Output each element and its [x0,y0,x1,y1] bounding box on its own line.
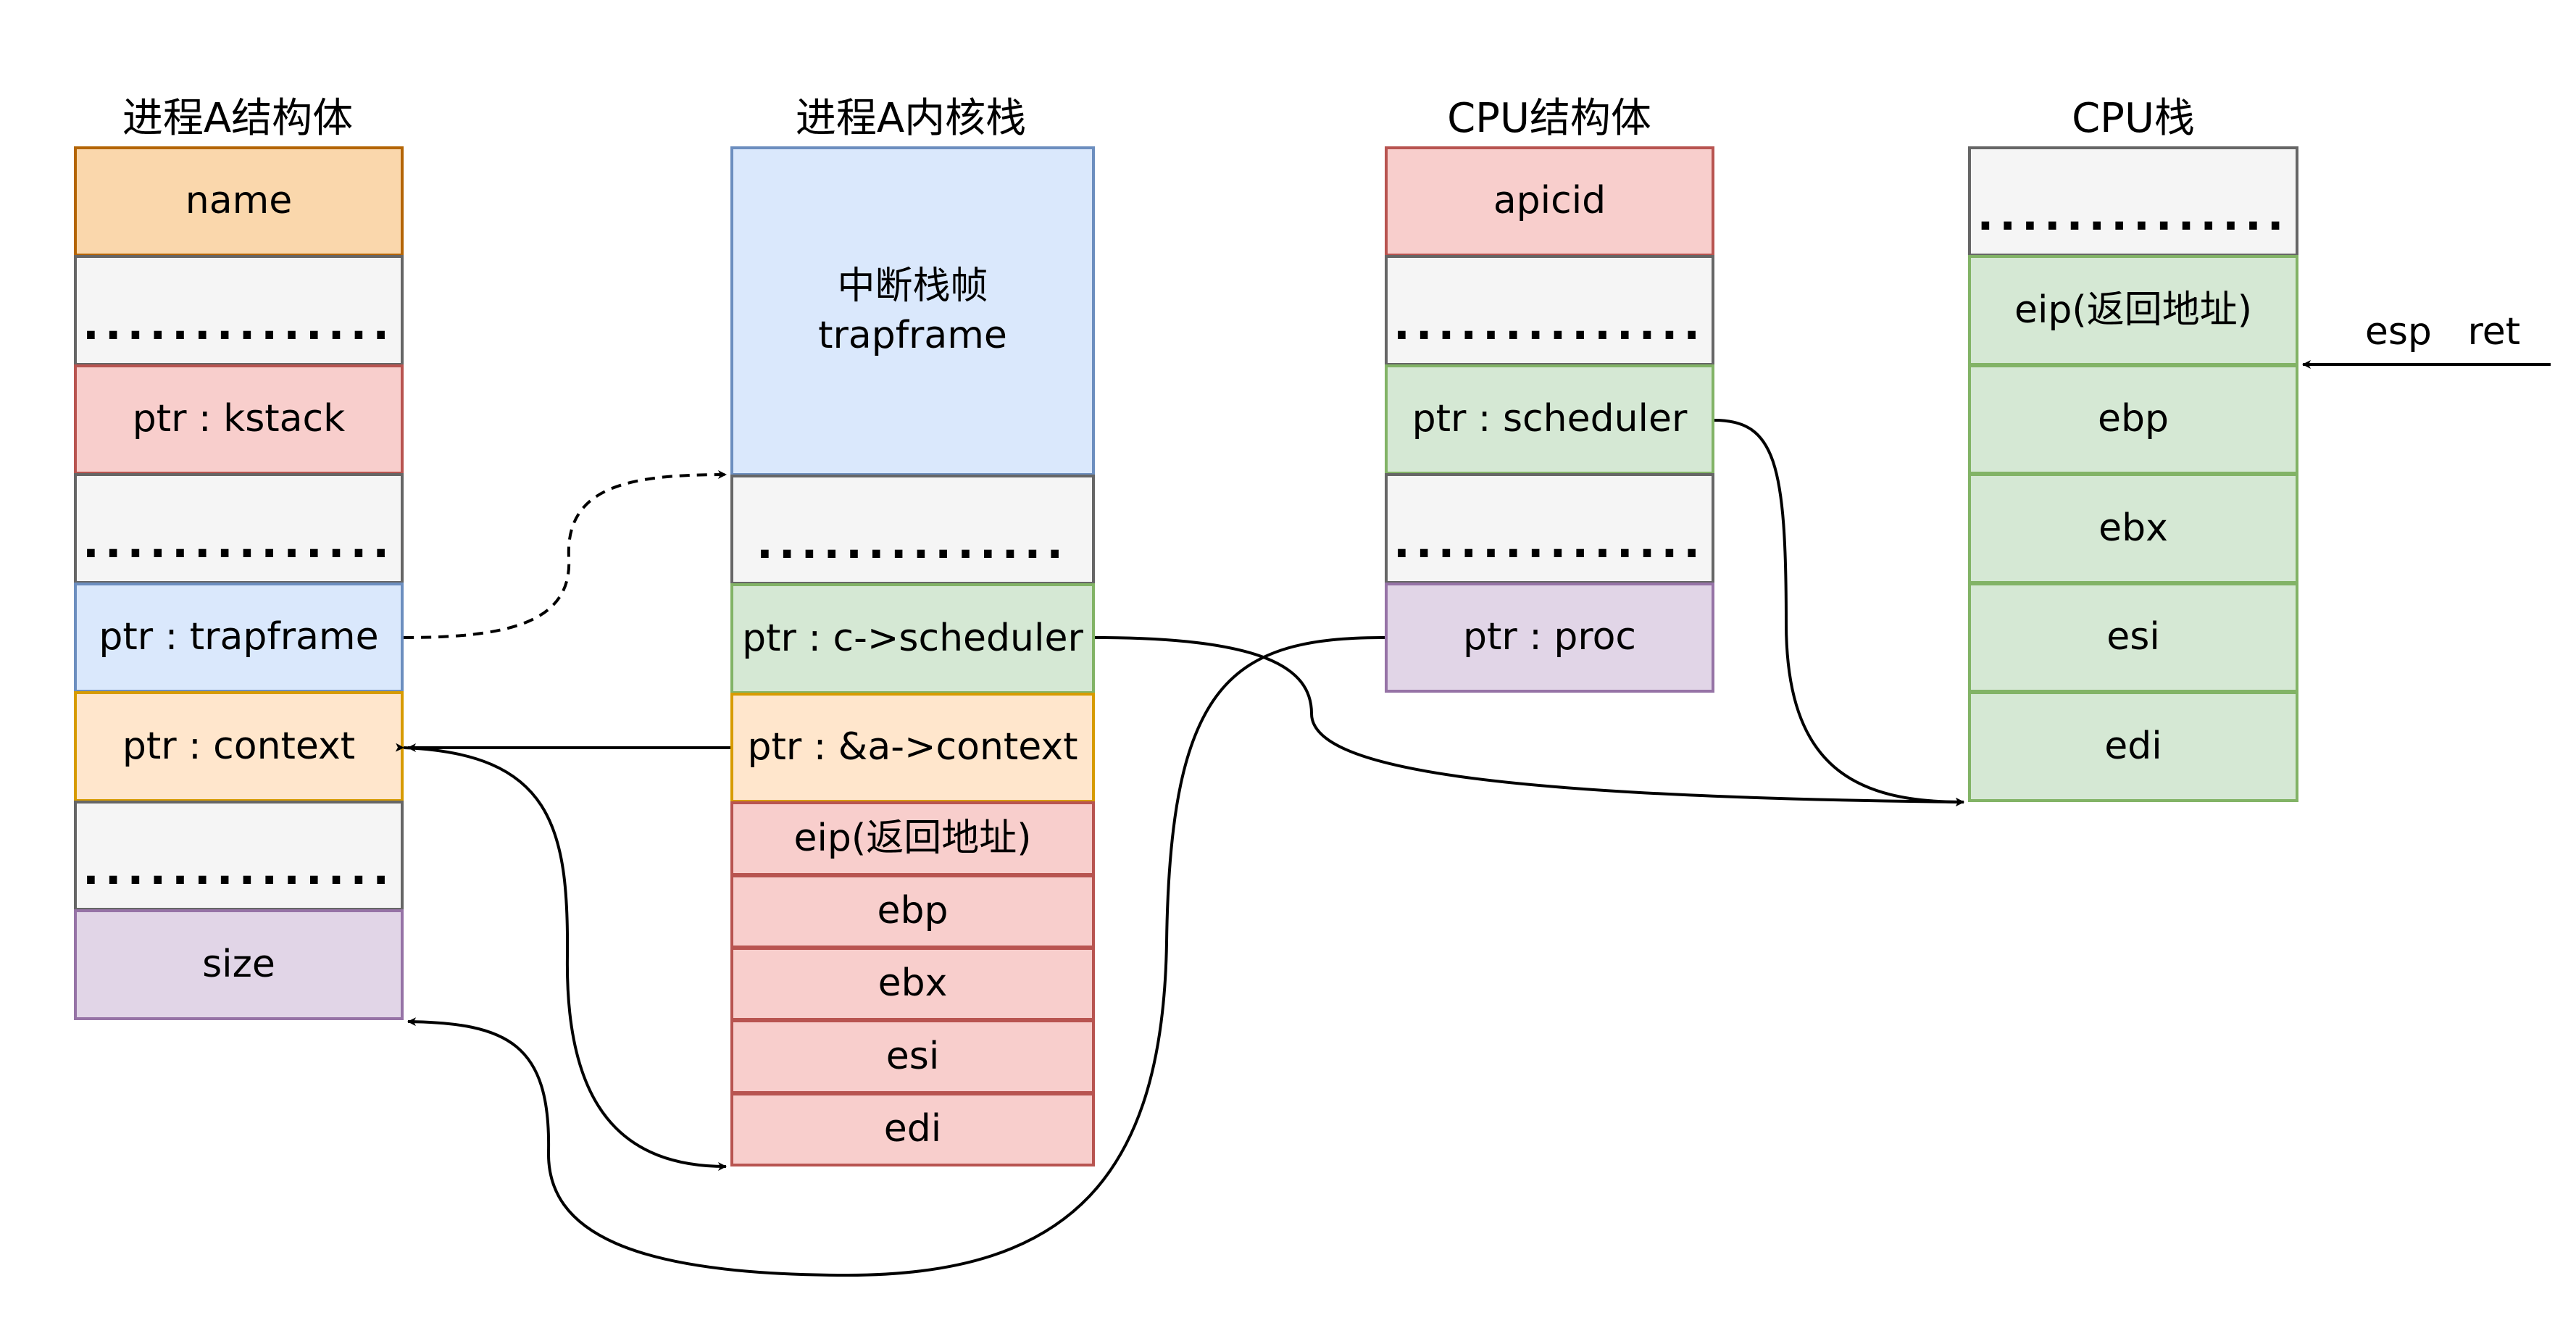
c-scheduler-edge [1094,636,1964,806]
kstack-edi-cell: edi [730,1093,1095,1166]
proc-a-ellipsis-cell: .............. [74,255,404,366]
kstack-ellipsis-cell: .............. [730,475,1095,585]
esp-ret-label: esp ret [2364,310,2521,354]
proc-a-context-cell: ptr : context [74,691,404,802]
cpu-stack-eip-cell: eip(返回地址) [1968,255,2298,366]
cpu-stack-ellipsis-cell: .............. [1968,146,2298,256]
proc-a-name-cell: name [74,146,404,256]
cpu-stack-ebp-cell: ebp [1968,364,2298,475]
cpu-ellipsis-cell: .............. [1385,255,1714,366]
cpu-struct-title: CPU结构体 [1447,95,1651,142]
cpu-scheduler-ptr-cell: ptr : scheduler [1385,364,1714,475]
context-to-edi-edge [395,743,727,1171]
proc-pointer-edge [407,636,1385,1277]
cpu-apicid-cell: apicid [1385,146,1714,256]
cpu-stack-edi-cell: edi [1968,691,2298,802]
scheduler-edge [1714,419,1964,806]
proc-a-size-cell: size [74,909,404,1020]
cpu-proc-ptr-cell: ptr : proc [1385,583,1714,693]
kstack-trapframe-cell: 中断栈帧 trapframe [730,146,1095,476]
trapframe-pointer-edge [403,470,727,639]
kernel-stack-title: 进程A内核栈 [795,95,1027,142]
kstack-eip-cell: eip(返回地址) [730,801,1095,876]
proc-a-struct-title: 进程A结构体 [122,95,354,142]
cpu-stack-ebx-cell: ebx [1968,473,2298,584]
kstack-ebx-cell: ebx [730,947,1095,1021]
cpu-stack-title: CPU栈 [2072,95,2195,142]
kstack-scheduler-ptr-cell: ptr : c->scheduler [730,583,1095,694]
